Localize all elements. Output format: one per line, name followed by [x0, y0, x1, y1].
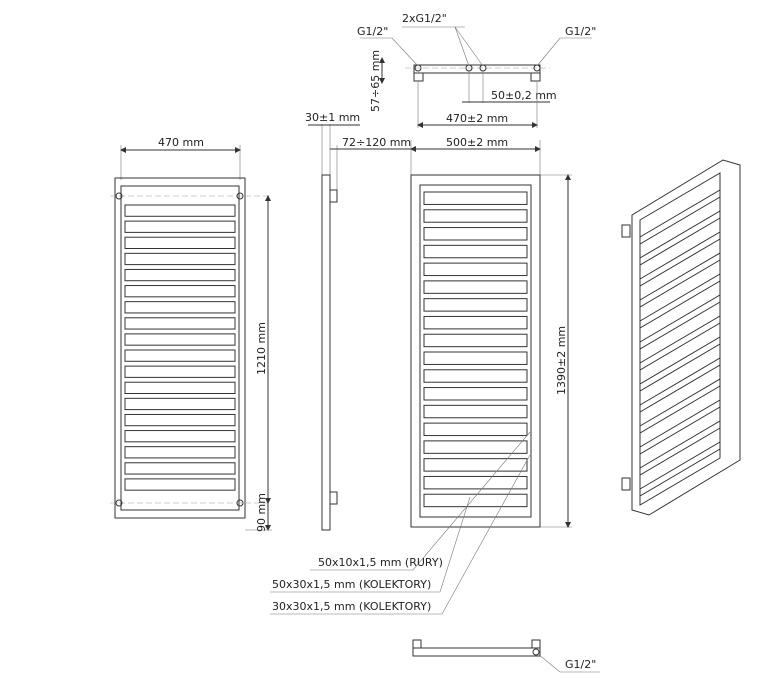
front-view-right: 500±2 mm 1390±2 mm: [410, 136, 572, 528]
rail: [423, 298, 528, 312]
rail: [124, 413, 236, 427]
depth-label: 57÷65 mm: [369, 50, 382, 112]
rail: [124, 365, 236, 378]
bottom-g-label: G1/2": [565, 658, 596, 671]
rail: [639, 399, 721, 455]
rails-label: 50x10x1,5 mm (RURY): [318, 556, 443, 569]
rail: [423, 422, 528, 437]
rail: [423, 280, 528, 294]
g-mid-label: 2xG1/2": [402, 12, 447, 25]
front-view-left: 470 mm 1210 mm 90 mm: [110, 136, 272, 532]
rail: [124, 252, 236, 266]
rail: [124, 462, 236, 475]
width-500-label: 500±2 mm: [446, 136, 508, 149]
rail: [639, 357, 721, 413]
rail: [124, 220, 236, 233]
rail: [423, 227, 528, 241]
rail: [423, 387, 528, 401]
rail: [124, 397, 236, 411]
rail: [423, 315, 528, 330]
rail: [639, 294, 721, 350]
rail: [423, 262, 528, 277]
rail: [423, 475, 528, 490]
rail: [124, 236, 236, 250]
rail: [639, 315, 721, 371]
rail: [639, 210, 721, 266]
depth-30-label: 30±1 mm: [305, 111, 360, 124]
rail: [423, 244, 528, 259]
side-view: 30±1 mm 72÷120 mm: [305, 111, 412, 531]
bottom-view: G1/2": [412, 639, 600, 673]
rail: [124, 446, 236, 459]
height-1390-label: 1390±2 mm: [555, 326, 568, 395]
rail: [423, 191, 528, 205]
collector-b-label: 30x30x1,5 mm (KOLEKTORY): [272, 600, 431, 613]
rail: [124, 317, 236, 330]
rail: [639, 441, 721, 497]
rail: [124, 349, 236, 362]
top-view: G1/2" 2xG1/2" G1/2" 57÷65 mm 50±0,2 mm 4…: [357, 12, 596, 128]
rail: [639, 252, 721, 308]
rail: [124, 204, 236, 217]
rail: [639, 420, 721, 476]
rail: [124, 268, 236, 282]
material-labels: 50x10x1,5 mm (RURY) 50x30x1,5 mm (KOLEKT…: [270, 431, 531, 615]
rail: [124, 381, 236, 395]
rail: [423, 493, 528, 508]
width-label: 470 mm: [158, 136, 204, 149]
wall-label: 72÷120 mm: [342, 136, 411, 149]
rail: [639, 273, 721, 329]
bottom-90-label: 90 mm: [255, 493, 268, 532]
rail: [639, 378, 721, 434]
perspective-view: [621, 159, 741, 516]
rail: [423, 351, 528, 365]
rail: [423, 209, 528, 223]
rail: [423, 440, 528, 454]
g-right-label: G1/2": [565, 25, 596, 38]
rail: [124, 285, 236, 298]
spacing-label: 50±0,2 mm: [491, 89, 557, 102]
g-left-label: G1/2": [357, 25, 388, 38]
rail: [423, 458, 528, 472]
rail: [639, 231, 721, 287]
rail: [639, 336, 721, 392]
collector-a-label: 50x30x1,5 mm (KOLEKTORY): [272, 578, 431, 591]
width-470-label: 470±2 mm: [446, 112, 508, 125]
rail: [423, 369, 528, 383]
height-1210-label: 1210 mm: [255, 322, 268, 375]
rail: [124, 333, 236, 346]
rail: [124, 478, 236, 491]
rail: [423, 333, 528, 348]
rail: [423, 404, 528, 419]
rail: [639, 189, 721, 245]
rail: [124, 301, 236, 314]
rail: [124, 430, 236, 443]
